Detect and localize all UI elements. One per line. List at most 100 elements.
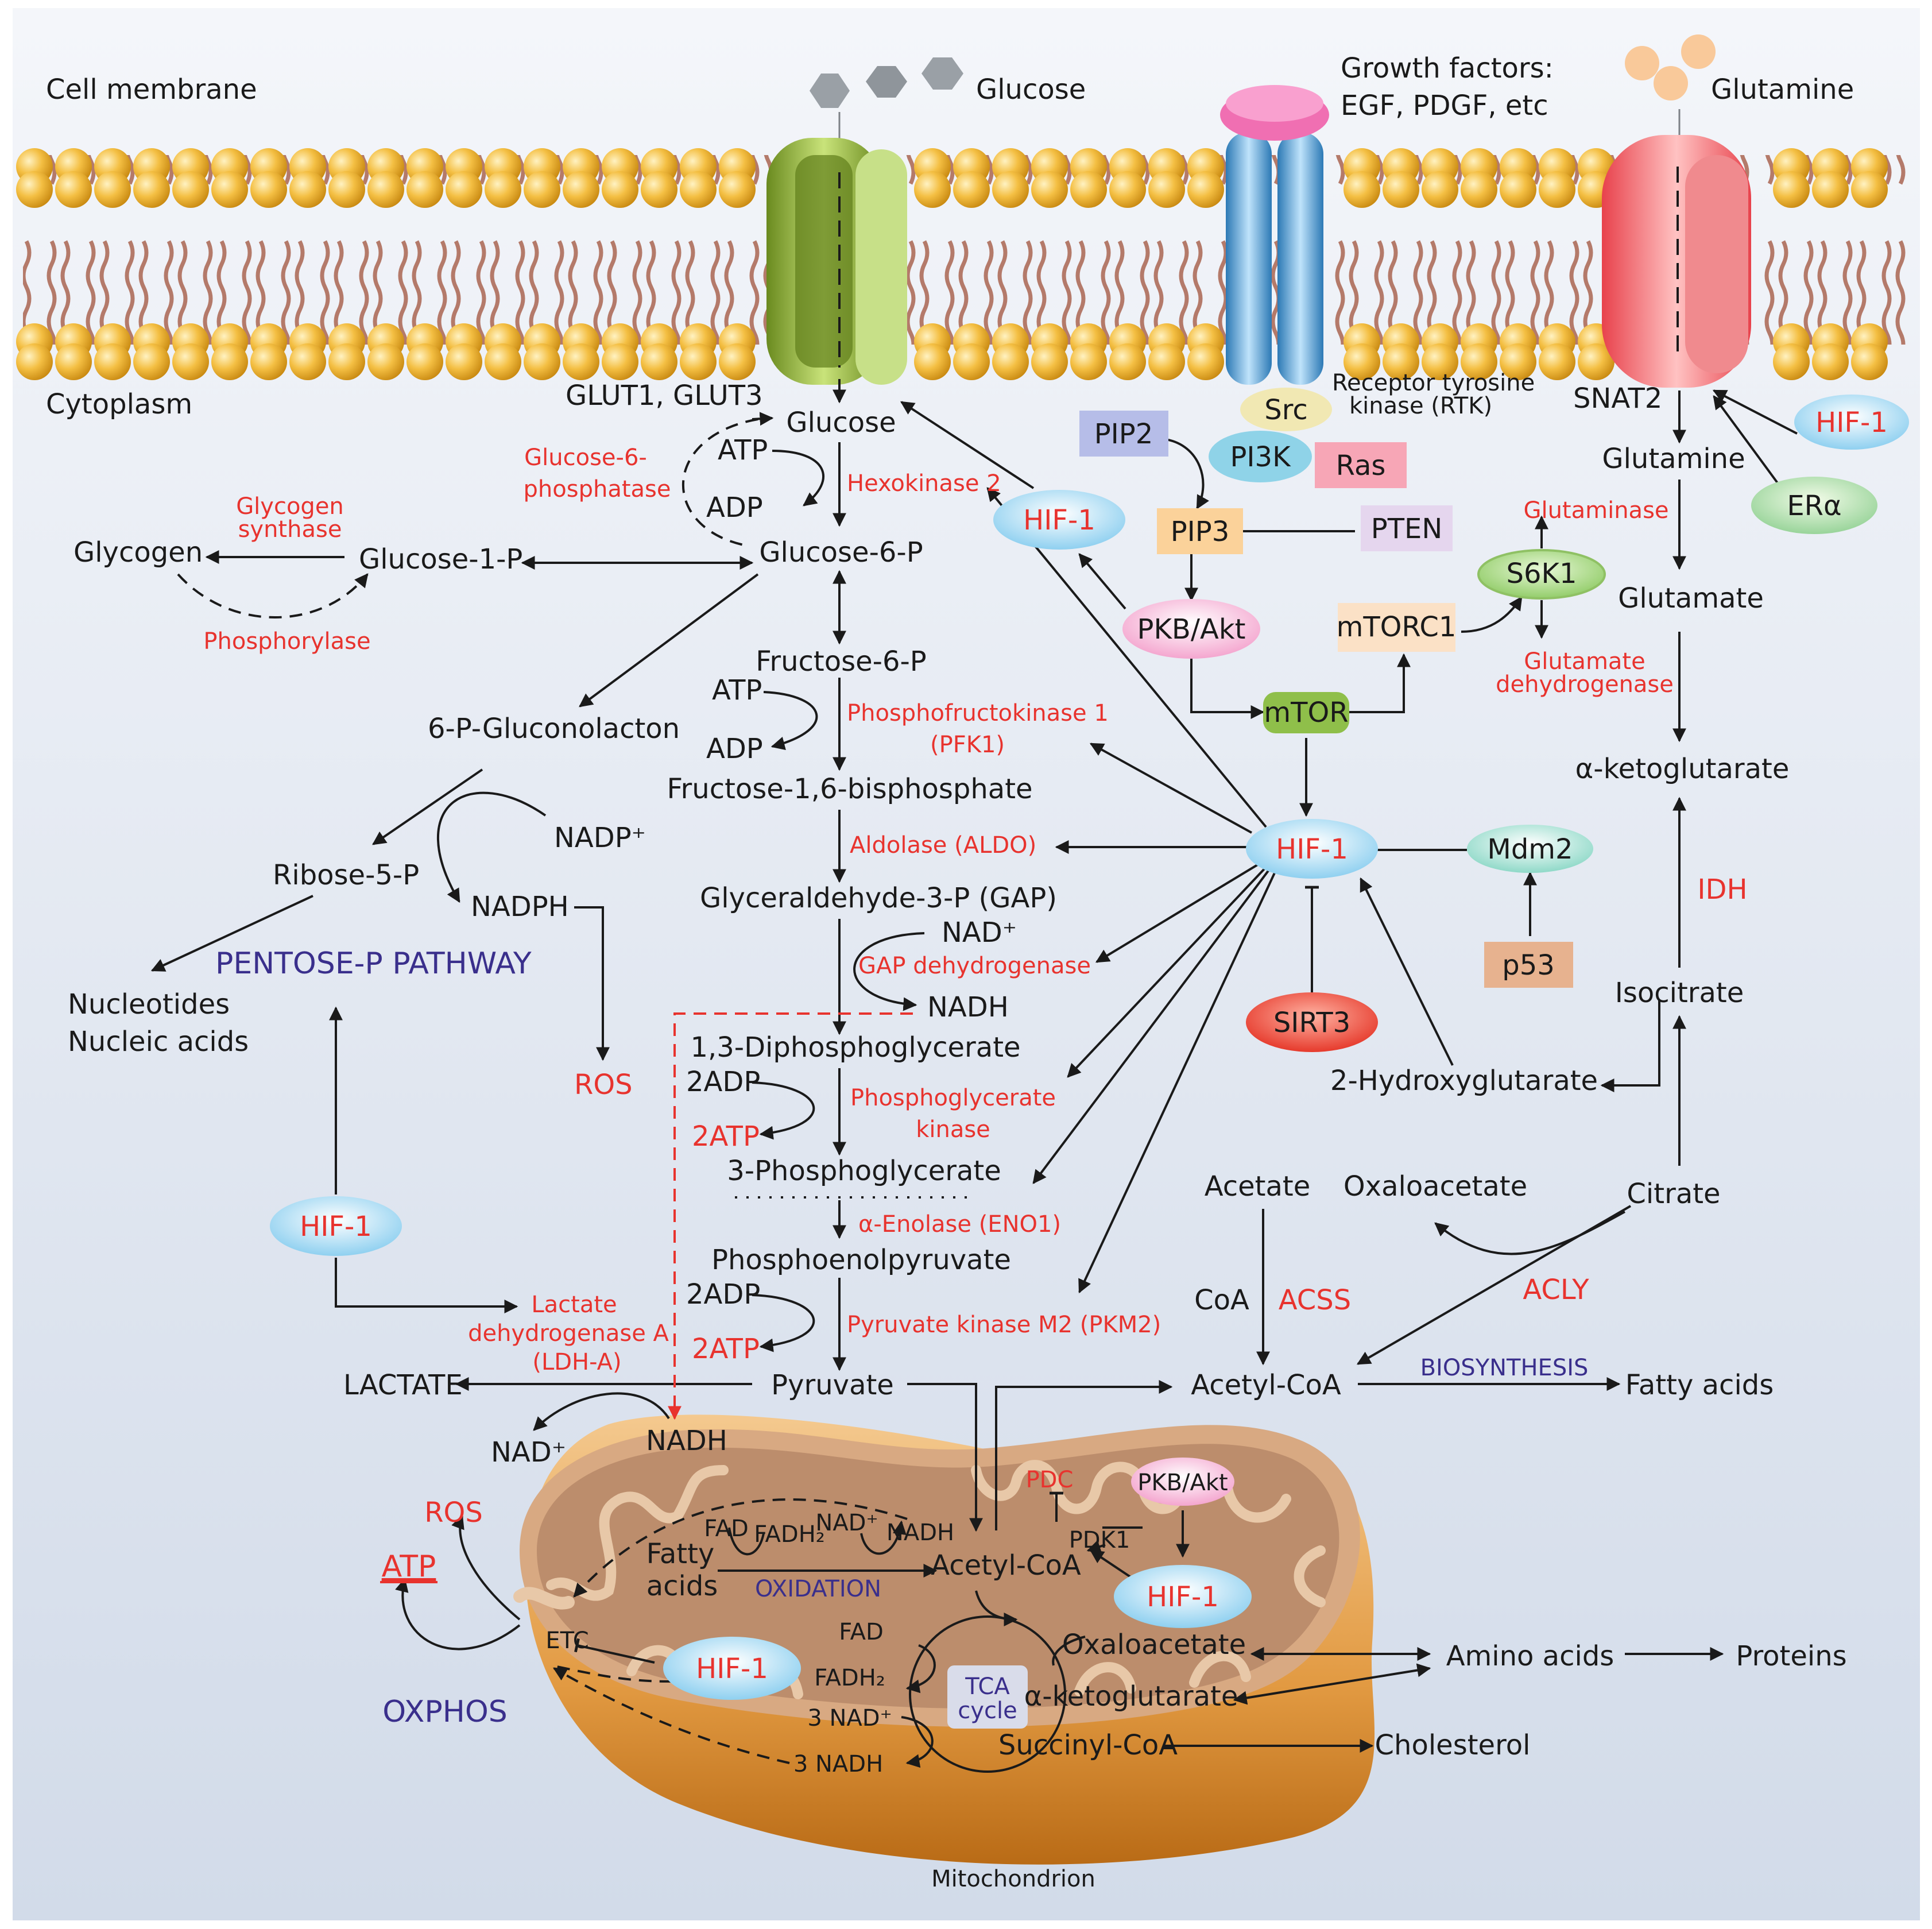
pip3-label: PIP3 xyxy=(1171,516,1230,548)
acss-label: ACSS xyxy=(1279,1284,1351,1316)
hif1-center-label: HIF-1 xyxy=(1276,833,1348,865)
mtorc1-label: mTORC1 xyxy=(1337,611,1457,643)
nadph-label: NADPH xyxy=(471,891,569,923)
nad-mito-label: NAD⁺ xyxy=(815,1510,878,1536)
lipid-head xyxy=(16,343,53,380)
nadh3-label: 3 NADH xyxy=(793,1751,883,1777)
mdm2-label: Mdm2 xyxy=(1487,833,1573,865)
lipid-head xyxy=(289,343,326,380)
lipid-head xyxy=(953,171,990,208)
glut-transporter xyxy=(766,138,907,385)
ldha-label-2: dehydrogenase A xyxy=(468,1320,669,1347)
oxphos-label: OXPHOS xyxy=(382,1695,508,1729)
acetate-label: Acetate xyxy=(1205,1170,1311,1203)
succinyl-label: Succinyl-CoA xyxy=(998,1729,1178,1761)
lipid-head xyxy=(680,171,717,208)
lipid-head xyxy=(485,171,521,208)
pip2-box xyxy=(1079,411,1168,457)
nucleic-acids-label: Nucleic acids xyxy=(68,1026,249,1058)
lipid-head xyxy=(446,171,482,208)
nad-out-label: NAD⁺ xyxy=(491,1436,566,1468)
adp2-label: ADP xyxy=(706,733,763,765)
lipid-head xyxy=(1148,343,1185,380)
labels: Cell membrane Cytoplasm Glucose Growth f… xyxy=(46,52,1888,1777)
g1p-label: Glucose-1-P xyxy=(359,543,522,575)
tca-box xyxy=(947,1665,1028,1729)
lipid-head xyxy=(328,343,365,380)
lipid-head xyxy=(719,343,756,380)
lipid-head xyxy=(1851,171,1888,208)
hif1-pdk-label: HIF-1 xyxy=(1147,1581,1219,1613)
atp3-label: 2ATP xyxy=(692,1120,760,1153)
lipid-head xyxy=(1461,171,1497,208)
src-label: Src xyxy=(1264,394,1308,426)
g6pase-label-2: phosphatase xyxy=(524,476,671,502)
lipid-head xyxy=(1070,171,1107,208)
adp1-label: ADP xyxy=(706,492,763,524)
ldha-label-1: Lactate xyxy=(531,1292,617,1318)
lipid-head xyxy=(1109,171,1146,208)
lipid-head xyxy=(719,171,756,208)
lipid-head xyxy=(1383,343,1419,380)
hif1-snat-ellipse xyxy=(1794,395,1909,450)
hif1-pdk-ellipse xyxy=(1114,1565,1252,1628)
cell-membrane-label: Cell membrane xyxy=(46,74,257,106)
lipid-head xyxy=(914,343,951,380)
lipid-head xyxy=(211,171,248,208)
lipid-head xyxy=(367,343,404,380)
oaa-label: Oxaloacetate xyxy=(1344,1170,1527,1203)
lipid-head xyxy=(172,171,209,208)
hif1-snat-label: HIF-1 xyxy=(1815,407,1888,439)
snat2-transporter xyxy=(1602,135,1751,388)
cytoplasm-label: Cytoplasm xyxy=(46,388,192,420)
glutamate-label: Glutamate xyxy=(1618,582,1764,614)
pten-box xyxy=(1361,505,1453,551)
akt-mito-ellipse xyxy=(1131,1458,1234,1506)
acetylcoa-label: Acetyl-CoA xyxy=(1191,1369,1341,1401)
lipid-head xyxy=(1109,343,1146,380)
lipid-head xyxy=(1500,343,1536,380)
s6k1-label: S6K1 xyxy=(1506,558,1577,590)
akt-label: PKB/Akt xyxy=(1137,613,1246,645)
lipid-head xyxy=(524,171,560,208)
glucose-label: Glucose xyxy=(786,407,896,439)
atp1-label: ATP xyxy=(718,434,768,466)
hif1-mito-ellipse xyxy=(663,1637,801,1700)
lipid-head xyxy=(992,343,1029,380)
p53-box xyxy=(1484,942,1573,988)
pyruvate-label: Pyruvate xyxy=(771,1369,894,1401)
glutaminase-label: Glutaminase xyxy=(1523,497,1668,524)
lipid-head xyxy=(1187,343,1224,380)
lipid-head xyxy=(1383,171,1419,208)
pip3-box xyxy=(1157,508,1243,554)
lipid-head xyxy=(250,171,287,208)
idh-label: IDH xyxy=(1697,873,1747,906)
pgk-label-1: Phosphoglycerate xyxy=(850,1085,1056,1111)
lipid-head xyxy=(602,171,638,208)
sirt3-label: SIRT3 xyxy=(1273,1007,1350,1039)
nad3-label: 3 NAD⁺ xyxy=(807,1705,892,1731)
mtor-label: mTOR xyxy=(1264,697,1348,729)
nucleotides-label: Nucleotides xyxy=(68,988,230,1020)
gdh-label-2: dehydrogenase xyxy=(1496,671,1674,698)
ros-mito-label: ROS xyxy=(424,1497,483,1529)
f6p-label: Fructose-6-P xyxy=(756,645,927,678)
aldolase-label: Aldolase (ALDO) xyxy=(850,832,1036,859)
nadh-out-label: NADH xyxy=(646,1425,727,1457)
glut-label: GLUT1, GLUT3 xyxy=(566,380,763,412)
lipid-head xyxy=(1539,343,1575,380)
pg3-label: 3-Phosphoglycerate xyxy=(727,1155,1001,1187)
s6k1-ellipse xyxy=(1477,549,1606,600)
ras-box xyxy=(1315,442,1407,488)
mito-fatty-1: Fatty xyxy=(646,1538,715,1570)
hif1-mito-label: HIF-1 xyxy=(696,1653,768,1685)
hif1-center-ellipse xyxy=(1246,819,1378,879)
lipid-head xyxy=(133,171,170,208)
gdh-label-1: Glutamate xyxy=(1524,648,1645,675)
mitochondrion-label: Mitochondrion xyxy=(931,1866,1095,1892)
lipid-head xyxy=(563,171,599,208)
tca-label-1: TCA xyxy=(965,1673,1010,1700)
hg2-label: 2-Hydroxyglutarate xyxy=(1330,1065,1598,1097)
enolase-label: α-Enolase (ENO1) xyxy=(858,1211,1061,1238)
